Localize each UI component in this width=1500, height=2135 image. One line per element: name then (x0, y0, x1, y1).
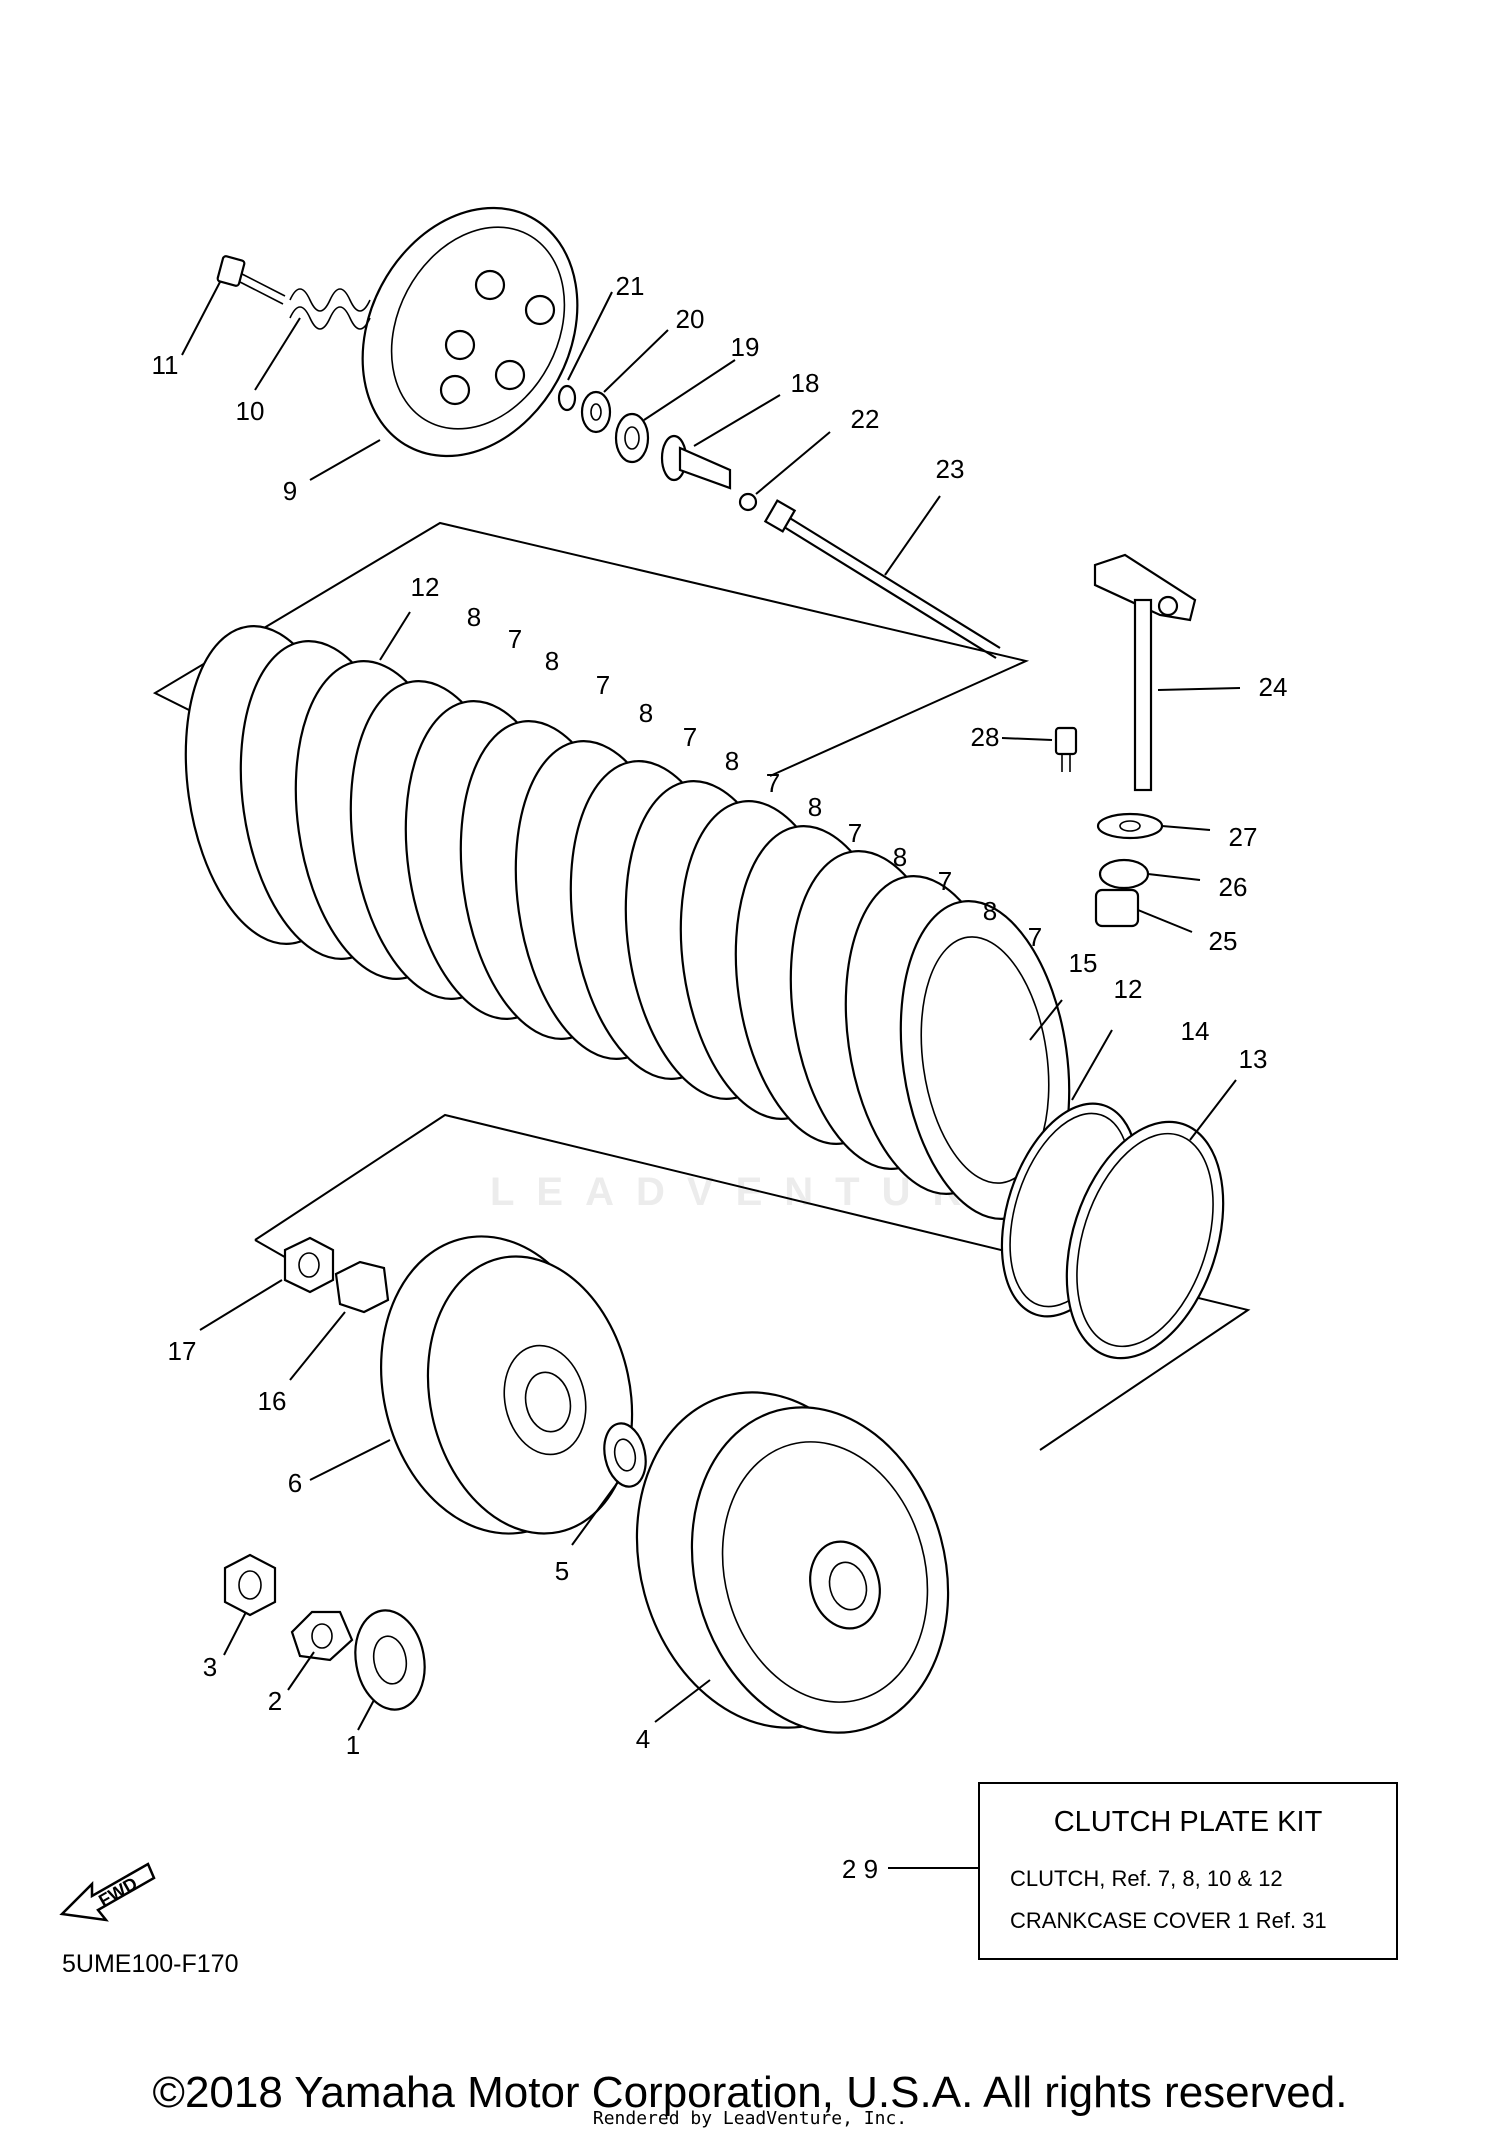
callout-5: 5 (555, 1556, 569, 1586)
callout-8-b: 8 (545, 646, 559, 676)
callout-24: 24 (1259, 672, 1288, 702)
callout-10: 10 (236, 396, 265, 426)
callout-28: 28 (971, 722, 1000, 752)
clutch-plate-stack (184, 625, 1071, 1220)
callout-2: 2 (268, 1686, 282, 1716)
callout-20: 20 (676, 304, 705, 334)
callout-12-top: 12 (411, 572, 440, 602)
callout-17: 17 (168, 1336, 197, 1366)
push-rod-parts (557, 384, 758, 512)
kit-line-crankcase: CRANKCASE COVER 1 Ref. 31 (1010, 1908, 1327, 1933)
callout-labels: 11 10 9 21 20 19 18 22 23 24 28 27 26 25… (152, 271, 1288, 1884)
callout-9: 9 (283, 476, 297, 506)
callout-27: 27 (1229, 822, 1258, 852)
lock-washer (603, 1422, 647, 1488)
callout-7-d: 7 (766, 768, 780, 798)
fwd-label: FWD (95, 1873, 140, 1911)
callout-15: 15 (1069, 948, 1098, 978)
clutch-plate-kit-box: CLUTCH PLATE KIT CLUTCH, Ref. 7, 8, 10 &… (978, 1782, 1398, 1960)
callout-8-c: 8 (639, 698, 653, 728)
callout-14: 14 (1181, 1016, 1210, 1046)
callout-3: 3 (203, 1652, 217, 1682)
leader-lines (181, 281, 1241, 1869)
callout-8-d: 8 (725, 746, 739, 776)
fwd-arrow-icon: FWD (59, 1862, 156, 1922)
push-rod (763, 499, 1001, 659)
callout-7-b: 7 (596, 670, 610, 700)
callout-29: 2 9 (842, 1854, 878, 1884)
callout-7-g: 7 (1028, 922, 1042, 952)
callout-8-e: 8 (808, 792, 822, 822)
callout-23: 23 (936, 454, 965, 484)
callout-11: 11 (152, 350, 179, 380)
callout-13: 13 (1239, 1044, 1268, 1074)
callout-21: 21 (616, 271, 645, 301)
callout-7-a: 7 (508, 624, 522, 654)
copyright-notice: ©2018 Yamaha Motor Corporation, U.S.A. A… (152, 2068, 1348, 2117)
callout-16: 16 (258, 1386, 287, 1416)
callout-19: 19 (731, 332, 760, 362)
callout-22: 22 (851, 404, 880, 434)
callout-8-f: 8 (893, 842, 907, 872)
callout-4: 4 (636, 1724, 650, 1754)
callout-18: 18 (791, 368, 820, 398)
callout-7-e: 7 (848, 818, 862, 848)
callout-7-c: 7 (683, 722, 697, 752)
callout-26: 26 (1219, 872, 1248, 902)
hub-nut-and-washer (283, 1236, 390, 1314)
callout-8-g: 8 (983, 896, 997, 926)
callout-12-bottom: 12 (1114, 974, 1143, 1004)
push-lever-assembly (1054, 553, 1197, 928)
primary-drive-parts (223, 1553, 426, 1711)
bolt-and-spring (216, 255, 371, 330)
callout-8-a: 8 (467, 602, 481, 632)
callout-7-f: 7 (938, 866, 952, 896)
kit-title: CLUTCH PLATE KIT (1053, 1806, 1323, 1838)
pressure-plate (361, 206, 579, 458)
callout-1: 1 (346, 1730, 360, 1760)
rendered-by-notice: Rendered by LeadVenture, Inc. (592, 2108, 908, 2129)
clutch-housing (635, 1391, 950, 1734)
callout-6: 6 (288, 1468, 302, 1498)
wire-rings (1000, 1102, 1225, 1360)
callout-25: 25 (1209, 926, 1238, 956)
diagram-code: 5UME100-F170 (62, 1950, 239, 1978)
kit-line-clutch: CLUTCH, Ref. 7, 8, 10 & 12 (1010, 1866, 1283, 1891)
clutch-boss (379, 1235, 634, 1535)
